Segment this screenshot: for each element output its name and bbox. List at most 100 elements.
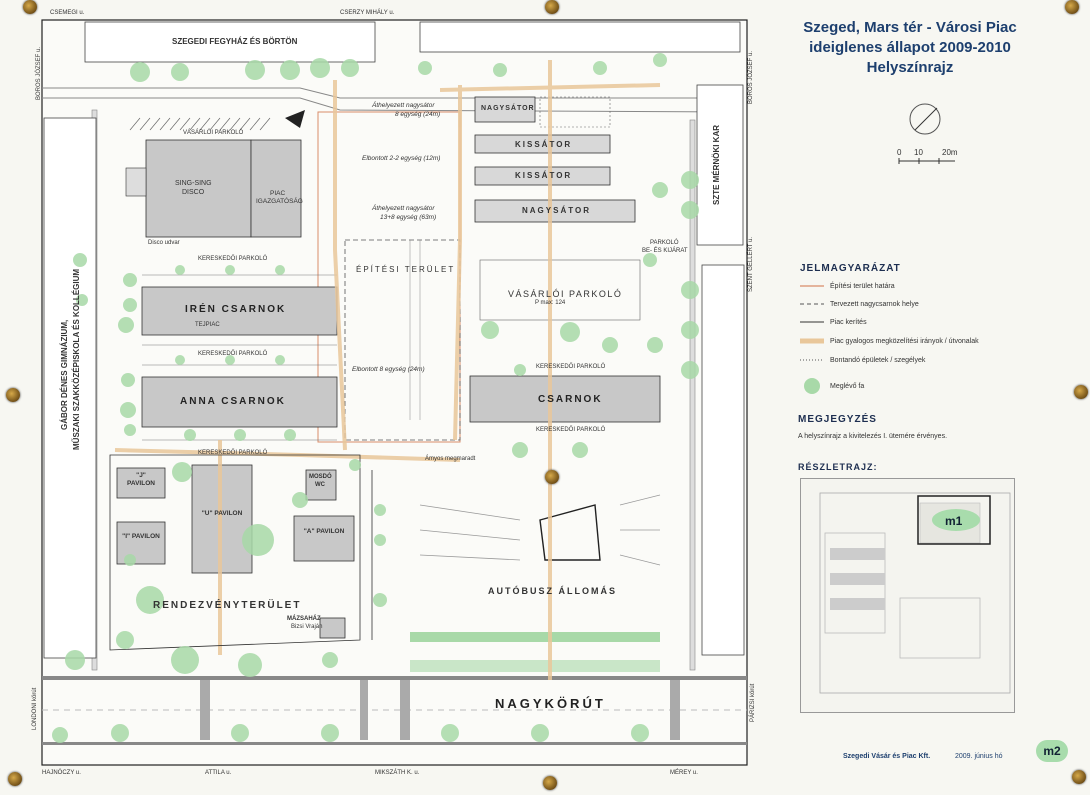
street-mikszath: MIKSZÁTH K. u. (375, 770, 420, 776)
athelyezett-2: Áthelyezett nagysátor (372, 205, 435, 212)
prison-label: SZEGEDI FEGYHÁZ ÉS BÖRTÖN (172, 37, 298, 46)
sing-sing-disco (145, 139, 252, 238)
nagykorut-curb-bottom (42, 742, 747, 745)
szte-building (696, 84, 744, 246)
notes-heading: MEGJEGYZÉS (798, 414, 877, 425)
north-arrow-icon (909, 103, 941, 135)
street-hajnoczy: HAJNÓCZY u. (42, 770, 81, 776)
detail-map (800, 478, 1015, 713)
legend-item-5: Bontandó épületek / szegélyek (830, 357, 926, 364)
screw (6, 388, 20, 402)
a-pavilon (293, 515, 355, 562)
legend-item-2: Tervezett nagycsarnok helye (830, 301, 919, 308)
title-line-1: Szeged, Mars tér - Városi Piac (803, 19, 1017, 36)
legend-item-3: Piac kerítés (830, 319, 867, 326)
screw (1074, 385, 1088, 399)
prison-block (84, 21, 376, 63)
street-csemegi: CSEMEGI u. (50, 10, 85, 16)
scale-0: 0 (897, 148, 902, 157)
pedestrian-routes (114, 60, 661, 680)
bus-island (539, 504, 601, 561)
kissator-1 (474, 134, 611, 154)
street-cserzy: CSERZY MIHÁLY u. (340, 10, 395, 16)
i-pavilon-label: "I" PAVILON (122, 533, 160, 540)
detail-marker: m1 (945, 514, 963, 528)
scale-bar (898, 158, 955, 164)
anna-csarnok-label: ANNA CSARNOK (180, 396, 286, 407)
legend-heading: JELMAGYARÁZAT (800, 263, 901, 274)
vasarloi-parkolo-area (479, 259, 641, 321)
epitesi-terulet: ÉPÍTÉSI TERÜLET (356, 265, 456, 274)
legend-symbol-tree (804, 378, 820, 394)
scale-10: 10 (914, 148, 923, 157)
nagysator-top-label: NAGYSÁTOR (481, 105, 535, 112)
mazsahaz (319, 617, 346, 639)
street-attila: ATTILA u. (205, 770, 232, 776)
legend-symbols (800, 285, 824, 394)
athelyezett-2b: 13+8 egység (63m) (380, 214, 437, 221)
legend-item-4: Piac gyalogos megközelítési irányok / út… (830, 338, 979, 345)
screw (1072, 770, 1086, 784)
gabor-building (43, 117, 97, 659)
kissator-2 (474, 166, 611, 186)
kissator-1-label: KISSÁTOR (515, 140, 573, 149)
map-title: Szeged, Mars tér - Városi Piac ideiglene… (760, 18, 1060, 78)
tejpiac-label: TEJPIAC (195, 322, 220, 328)
disco-udvar: Disco udvar (148, 240, 180, 246)
kereskedoi-parkolo-3: KERESKEDŐI PARKOLÓ (198, 450, 268, 456)
u-pavilon-label: "U" PAVILON (201, 510, 243, 517)
nagysator-2 (474, 199, 636, 223)
screw (545, 470, 559, 484)
vasarloi-parkolo-top: VÁSÁRLÓI PARKOLÓ (183, 130, 244, 136)
vasarloi-parkolo-mid: VÁSÁRLÓI PARKOLÓ (508, 289, 623, 299)
mosdo-label-2: WC (315, 482, 325, 488)
nagykorut-label: NAGYKÖRÚT (495, 696, 606, 711)
legend-item-1: Építési terület határa (830, 283, 895, 290)
j-pavilon-label: "J" PAVILON (127, 472, 155, 487)
title-line-2: ideiglenes állapot 2009-2010 (809, 39, 1011, 56)
elbontott-2: Elbontott 8 egység (24m) (352, 366, 425, 373)
screw (23, 0, 37, 14)
iren-csarnok (141, 286, 338, 336)
street-boros-right: BOROS JÓZSEF u. (748, 50, 754, 104)
anna-csarnok (141, 376, 338, 428)
mosdo-label-1: MOSDÓ (309, 474, 332, 480)
screw (8, 772, 22, 786)
gabor-label-2: MŰSZAKI SZAKKÖZÉPISKOLA ÉS KOLLÉGIUM (72, 268, 81, 450)
kissator-2-label: KISSÁTOR (515, 171, 573, 180)
elbontott-1: Elbontott 2-2 egység (12m) (362, 155, 441, 162)
site-plan (41, 19, 748, 766)
title-line-3: Helyszínrajz (866, 59, 954, 76)
sing-sing-1: SING-SING (175, 180, 212, 187)
legend-item-6: Meglévő fa (830, 383, 865, 390)
street-merey: MÉREY u. (670, 770, 698, 776)
scale-20: 20m (942, 148, 958, 157)
street-szent-gellert: SZENT GELLÉRT u. (748, 236, 754, 292)
nagykorut-curb-top (42, 676, 747, 680)
detail-heading: RÉSZLETRAJZ: (798, 462, 878, 472)
street-boros-left: BOROS JÓZSEF u. (36, 46, 42, 100)
parkolo-be-1: PARKOLÓ (650, 240, 679, 246)
a-pavilon-label: "A" PAVILON (303, 528, 345, 535)
detail-highlight (917, 495, 991, 545)
parkolo-max: P max: 124 (535, 300, 566, 306)
screw (1065, 0, 1079, 14)
street-parizsi: PÁRIZSI körút (750, 683, 756, 722)
notes-text: A helyszínrajz a kivitelezés I. ütemére … (798, 433, 948, 440)
top-parking-stripes (129, 117, 271, 131)
trees (52, 53, 699, 743)
kereskedoi-parkolo-2: KERESKEDŐI PARKOLÓ (198, 351, 268, 357)
csarnok-right (469, 375, 661, 423)
kereskedoi-parkolo-4: KERESKEDŐI PARKOLÓ (536, 364, 606, 370)
parkolo-be-2: BE- ÉS KIJÁRAT (642, 248, 688, 254)
nagysator-2-label: NAGYSÁTOR (522, 206, 591, 215)
i-pavilon (116, 521, 166, 565)
hall-parking-stripes (142, 274, 337, 441)
mosdo-wc (305, 469, 337, 501)
athelyezett-1: Áthelyezett nagysátor (372, 102, 435, 109)
screw (543, 776, 557, 790)
piac-igaz-2: IGAZGATÓSÁG (256, 198, 303, 205)
amyos-label: Ámyos megmaradt (425, 456, 476, 462)
mazsahaz-label-2: Bizsi Vraján (291, 624, 323, 630)
